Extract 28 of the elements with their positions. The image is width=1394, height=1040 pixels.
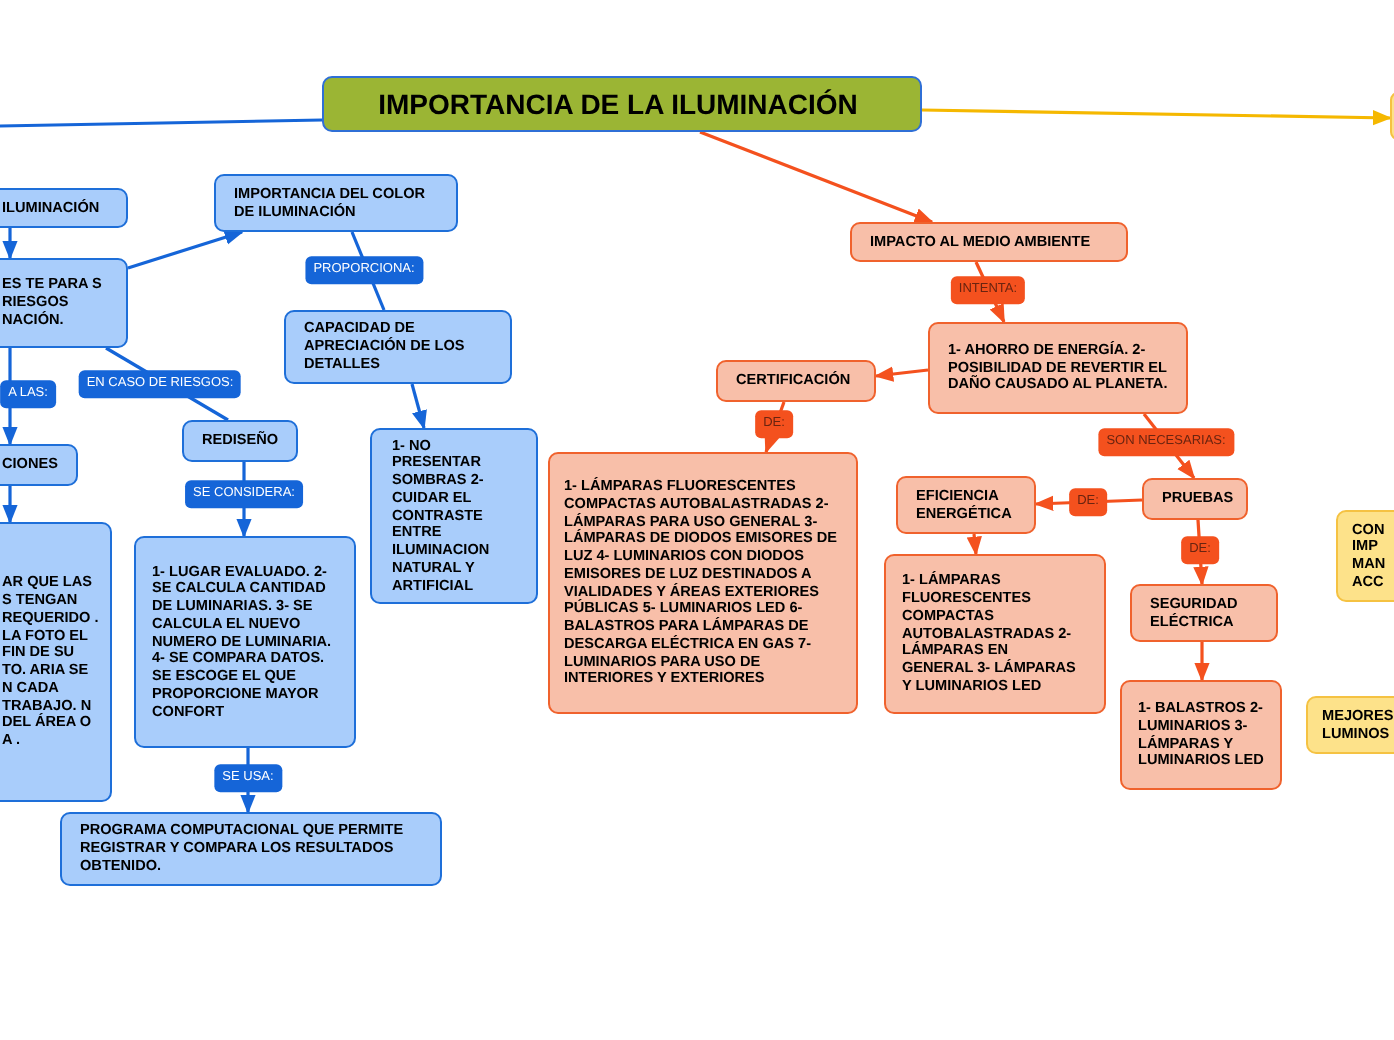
arrow bbox=[921, 108, 1392, 126]
concept-box bbox=[182, 420, 298, 462]
concept-box bbox=[1142, 478, 1248, 520]
arrow bbox=[2, 228, 18, 260]
arrow bbox=[699, 130, 934, 224]
concept-box bbox=[214, 174, 458, 232]
concept-box bbox=[716, 360, 876, 402]
concept-box bbox=[1120, 680, 1282, 790]
concept-box bbox=[928, 322, 1188, 414]
arrow bbox=[127, 229, 244, 270]
concept-box bbox=[850, 222, 1128, 262]
concept-box bbox=[896, 476, 1036, 534]
arrow bbox=[1034, 495, 1143, 511]
concept-box bbox=[284, 310, 512, 384]
concept-box bbox=[370, 428, 538, 604]
arrow bbox=[966, 533, 982, 556]
arrow bbox=[410, 383, 427, 430]
concept-box bbox=[134, 536, 356, 748]
concept-box bbox=[1130, 584, 1278, 642]
arrow bbox=[2, 486, 18, 524]
title-box bbox=[322, 76, 922, 132]
node-text: IMPORTANCIA DE LA ILUMINACIÓN bbox=[378, 87, 858, 121]
concept-box bbox=[548, 452, 858, 714]
concept-box bbox=[60, 812, 442, 886]
arrow bbox=[1194, 642, 1210, 682]
arrow bbox=[874, 366, 929, 382]
arrow bbox=[764, 401, 786, 454]
concept-box bbox=[884, 554, 1106, 714]
